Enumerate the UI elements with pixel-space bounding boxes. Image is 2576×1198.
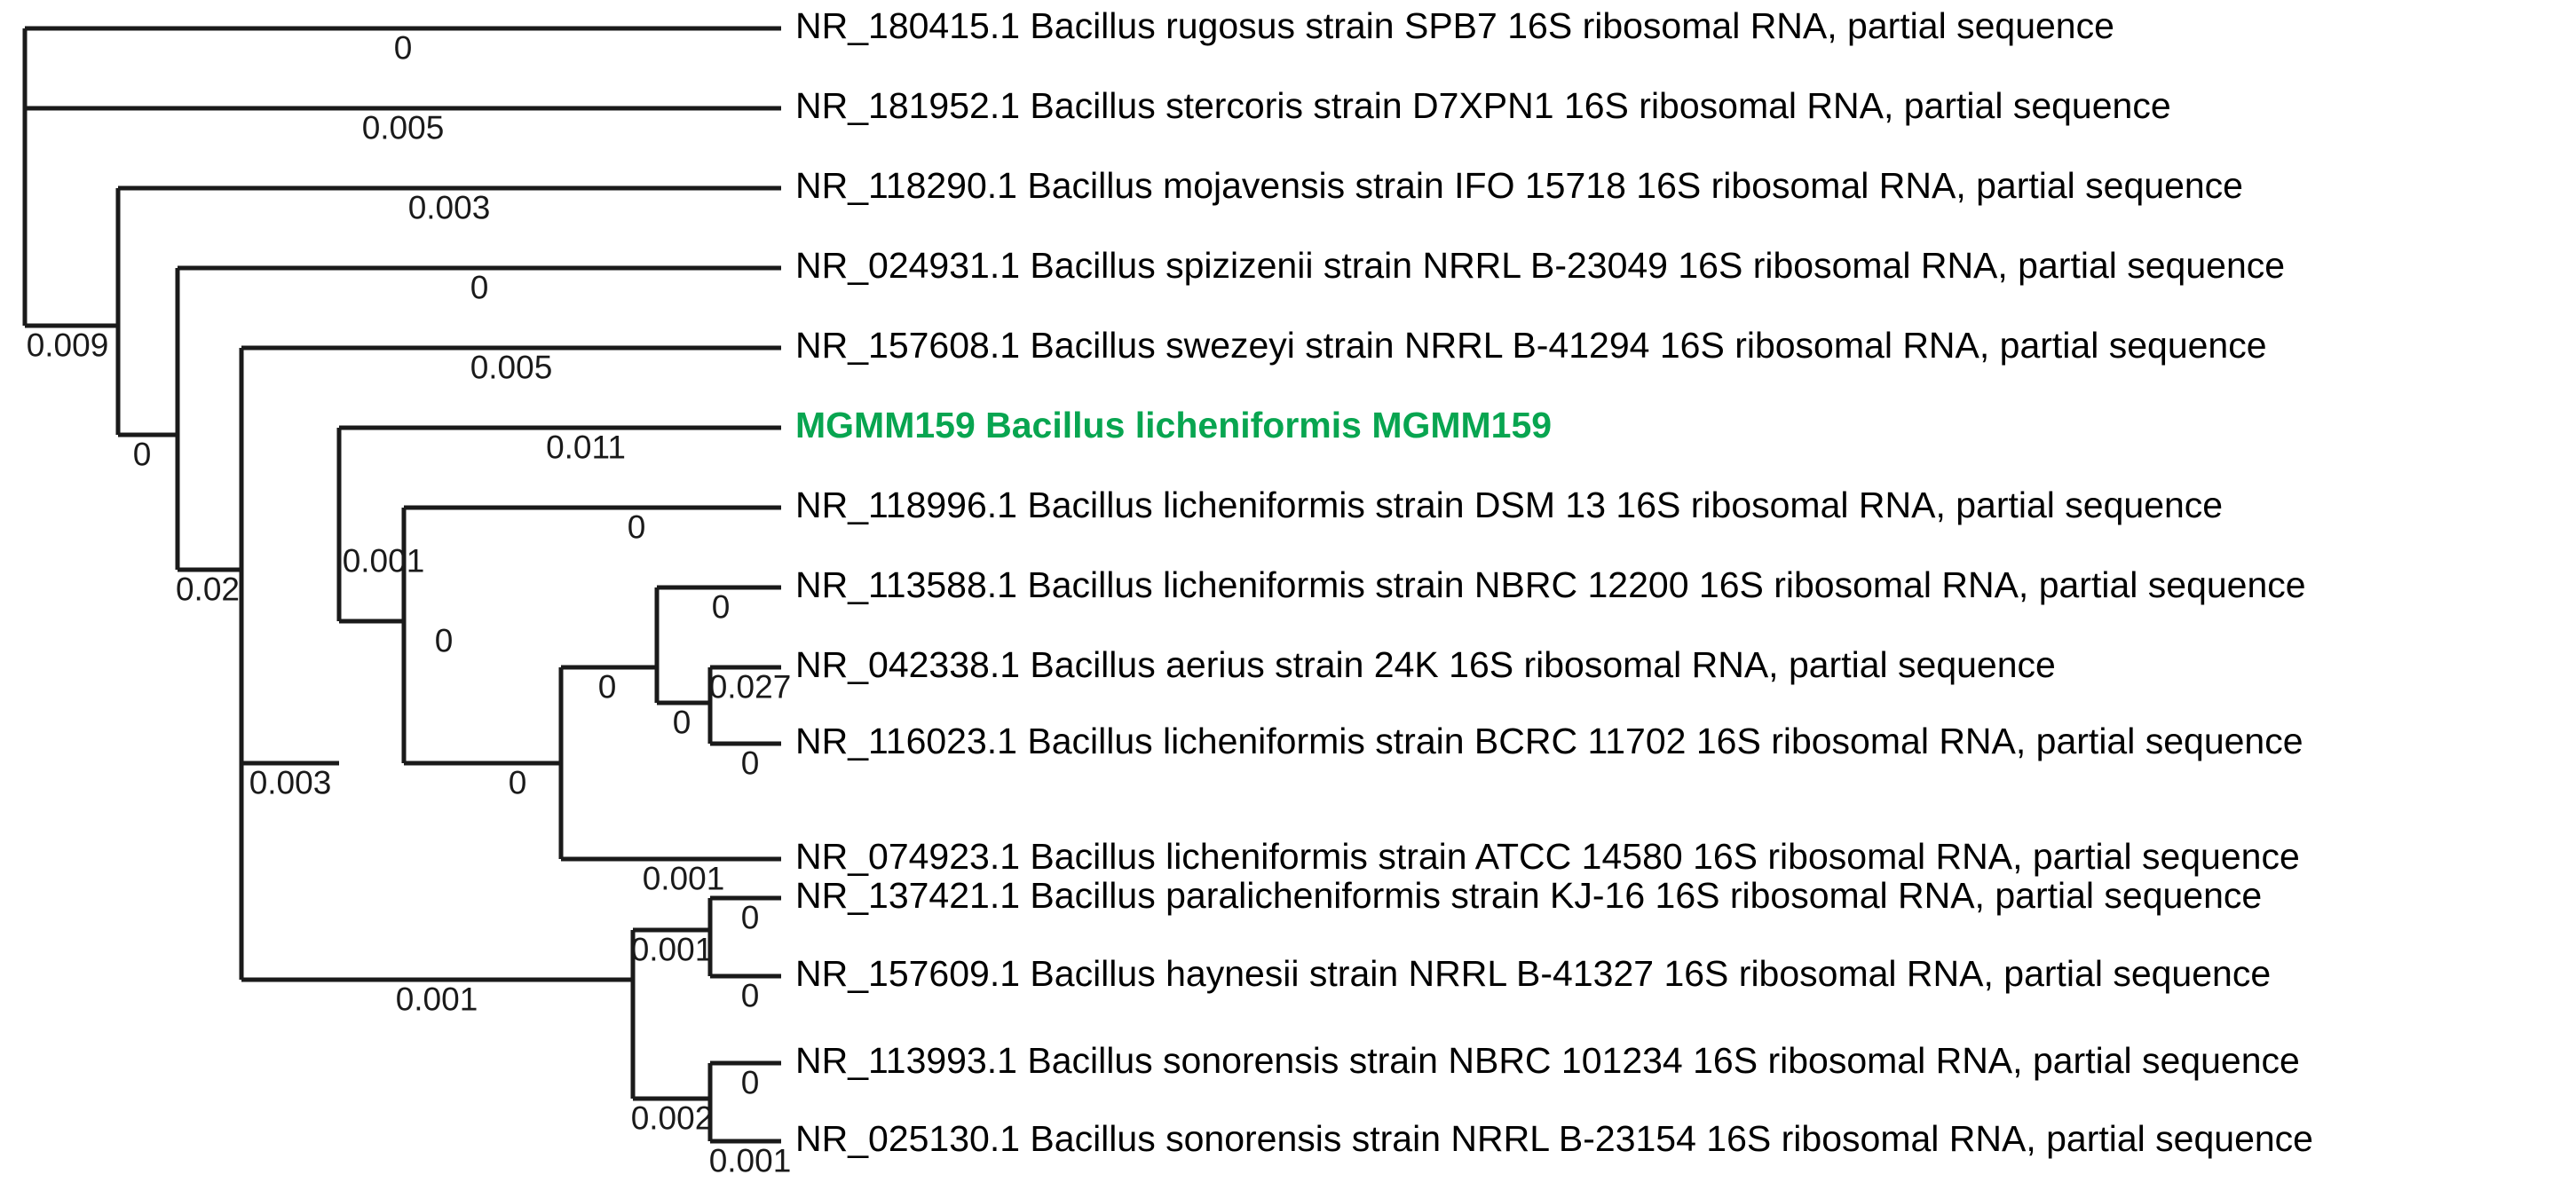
branch-label-t4: 0 (470, 269, 489, 305)
branch-label-nF: 0 (435, 622, 454, 658)
branch-label-t6: 0.011 (546, 429, 626, 465)
taxon-label-t14[interactable]: NR_113993.1 Bacillus sonorensis strain N… (795, 1040, 2300, 1081)
taxon-label-t13[interactable]: NR_157609.1 Bacillus haynesii strain NRR… (795, 953, 2271, 994)
branch-label-nC: 0.02 (176, 571, 240, 607)
taxon-label-t10[interactable]: NR_116023.1 Bacillus licheniformis strai… (795, 721, 2303, 761)
taxon-label-t1[interactable]: NR_180415.1 Bacillus rugosus strain SPB7… (795, 5, 2114, 46)
taxon-label-t12[interactable]: NR_137421.1 Bacillus paralicheniformis s… (795, 875, 2262, 916)
branch-label-t14: 0 (741, 1064, 760, 1100)
branch-label-nL: 0.002 (631, 1099, 714, 1136)
branch-label-t5: 0.005 (470, 349, 553, 385)
branch-label-t11: 0.001 (643, 860, 725, 896)
branch-label-t10: 0 (741, 745, 760, 781)
branch-label-nI: 0 (673, 704, 691, 740)
taxon-label-t2[interactable]: NR_181952.1 Bacillus stercoris strain D7… (795, 85, 2171, 126)
taxon-label-t9[interactable]: NR_042338.1 Bacillus aerius strain 24K 1… (795, 644, 2056, 685)
branch-label-nA: 0.009 (27, 327, 109, 363)
taxon-label-t7[interactable]: NR_118996.1 Bacillus licheniformis strai… (795, 485, 2223, 525)
taxon-label-t15[interactable]: NR_025130.1 Bacillus sonorensis strain N… (795, 1118, 2313, 1159)
branch-length-labels: 0 0.005 0.003 0 0.005 0.011 0 0 0.027 0 … (27, 29, 792, 1178)
branch-label-nH: 0 (598, 668, 617, 705)
branch-label-nE: 0.001 (343, 542, 425, 579)
branch-label-nJ: 0.001 (396, 981, 478, 1017)
branch-label-t9: 0.027 (709, 668, 792, 705)
taxon-label-t4[interactable]: NR_024931.1 Bacillus spizizenii strain N… (795, 245, 2285, 286)
branch-label-t15: 0.001 (709, 1142, 792, 1178)
branch-label-t1: 0 (394, 29, 413, 66)
tree-branches (22, 26, 781, 1144)
branch-label-t12: 0 (741, 899, 760, 935)
branch-label-nD: 0.003 (249, 764, 332, 800)
taxon-label-t5[interactable]: NR_157608.1 Bacillus swezeyi strain NRRL… (795, 325, 2267, 366)
branch-label-t8: 0 (712, 588, 731, 625)
branch-label-t7: 0 (628, 508, 646, 545)
branch-label-t13: 0 (741, 977, 760, 1013)
taxon-label-t8[interactable]: NR_113588.1 Bacillus licheniformis strai… (795, 564, 2306, 605)
branch-label-t3: 0.003 (408, 189, 491, 225)
taxon-label-t11[interactable]: NR_074923.1 Bacillus licheniformis strai… (795, 836, 2300, 877)
taxon-label-t3[interactable]: NR_118290.1 Bacillus mojavensis strain I… (795, 165, 2243, 206)
taxon-label-t6-highlighted[interactable]: MGMM159 Bacillus licheniformis MGMM159 (795, 405, 1552, 445)
branch-label-t2: 0.005 (362, 109, 445, 146)
branch-label-nB: 0 (133, 436, 152, 472)
taxon-labels: NR_180415.1 Bacillus rugosus strain SPB7… (795, 5, 2313, 1159)
branch-label-nG: 0 (509, 764, 527, 800)
branch-label-nK: 0.001 (631, 931, 714, 967)
